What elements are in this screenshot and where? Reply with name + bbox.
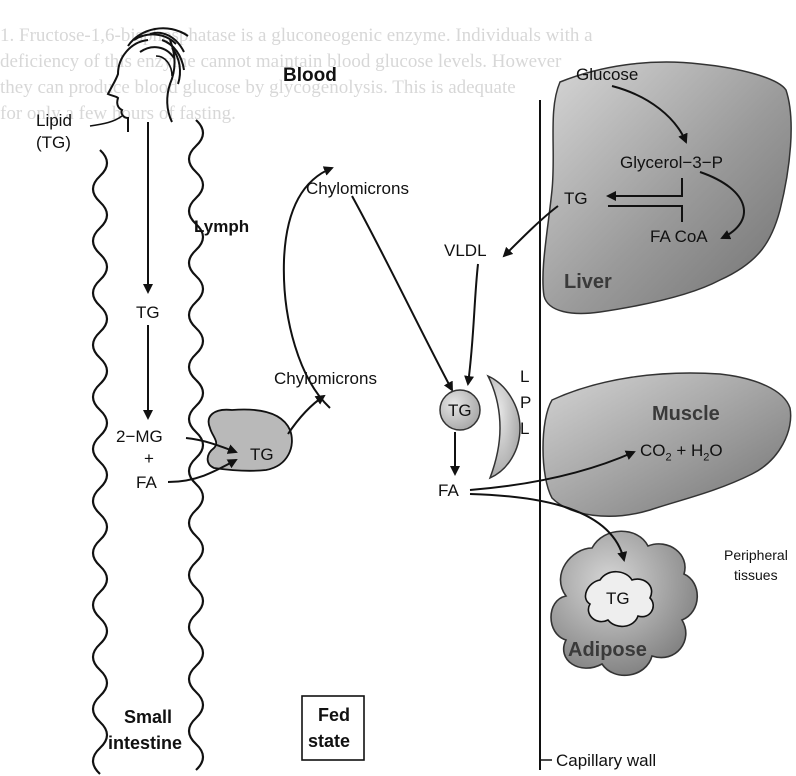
small-label: Small bbox=[124, 708, 172, 726]
chylomicrons-top-label: Chylomicrons bbox=[306, 180, 409, 197]
adipose-label: Adipose bbox=[568, 640, 647, 660]
fa-coa-label: FA CoA bbox=[650, 228, 708, 245]
intestine-fa-label: FA bbox=[136, 474, 157, 491]
lipid-label: Lipid bbox=[36, 112, 72, 129]
lipoprotein-lipase bbox=[488, 376, 520, 478]
tissues-label: tissues bbox=[734, 568, 778, 582]
fed-label: Fed bbox=[318, 706, 350, 724]
blood-label: Blood bbox=[283, 66, 337, 85]
blood-fa-label: FA bbox=[438, 482, 459, 499]
enterocyte-tg-label: TG bbox=[250, 446, 274, 463]
liver-label: Liver bbox=[564, 272, 612, 292]
vldl-label: VLDL bbox=[444, 242, 487, 259]
capillary-wall-label: Capillary wall bbox=[556, 752, 656, 769]
2-monoacylglycerol-label: 2−MG bbox=[116, 428, 163, 445]
lipid-tg-label: (TG) bbox=[36, 134, 71, 151]
adipose-tg-label: TG bbox=[606, 590, 630, 607]
arrow-chylomicrons-to-lpl bbox=[352, 196, 452, 390]
intestine-label: intestine bbox=[108, 734, 182, 752]
co2-h2o-label: CO2 + H2O bbox=[640, 442, 723, 463]
lpl-letter-l2: L bbox=[520, 420, 529, 437]
chylomicrons-mid-label: Chylomicrons bbox=[274, 370, 377, 387]
arrow-vldl-to-lpl bbox=[468, 264, 478, 384]
plus-sign: + bbox=[144, 450, 154, 467]
lpl-letter-p: P bbox=[520, 394, 531, 411]
intestine-tg-label: TG bbox=[136, 304, 160, 321]
lymph-label: Lymph bbox=[194, 218, 249, 235]
arrow-tg-to-chylomicrons bbox=[288, 396, 324, 434]
glucose-label: Glucose bbox=[576, 66, 638, 83]
peripheral-label: Peripheral bbox=[724, 548, 788, 562]
state-label: state bbox=[308, 732, 350, 750]
liver-tg-label: TG bbox=[564, 190, 588, 207]
muscle-label: Muscle bbox=[652, 404, 720, 424]
lpl-letter-l1: L bbox=[520, 368, 529, 385]
glycerol-3-phosphate-label: Glycerol−3−P bbox=[620, 154, 723, 171]
lpl-tg-label: TG bbox=[448, 402, 472, 419]
